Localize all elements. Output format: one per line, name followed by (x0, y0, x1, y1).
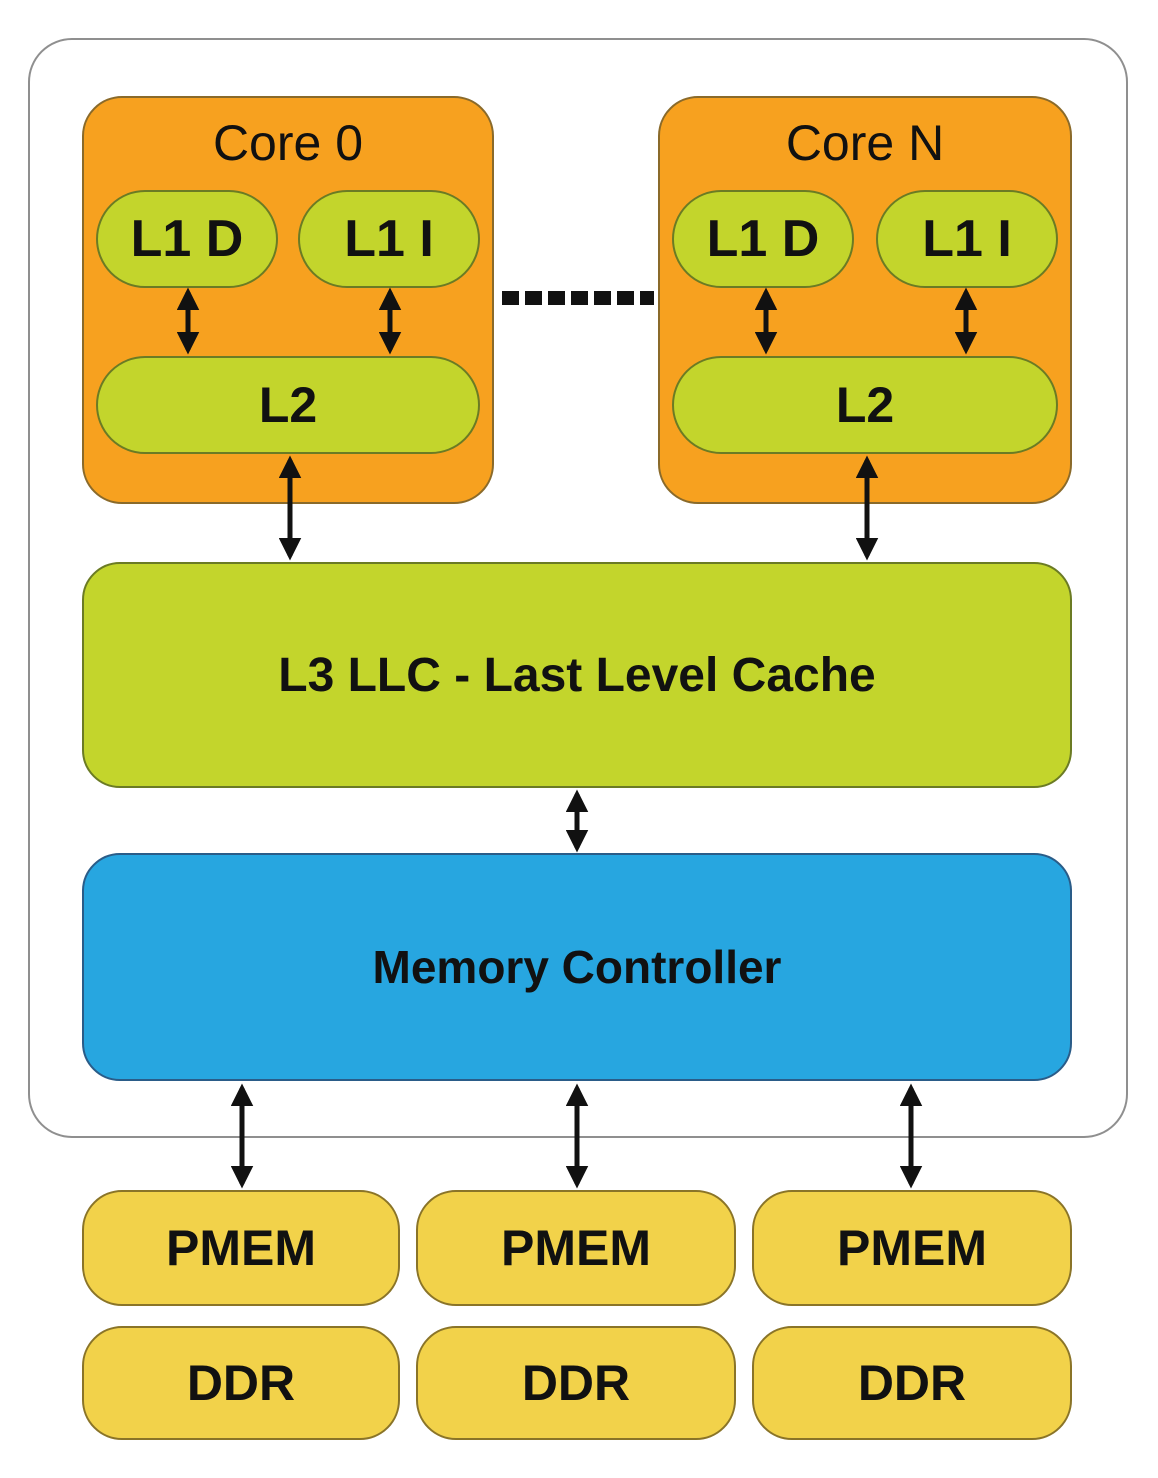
core-n-title: Core N (785, 115, 945, 171)
memory-controller: Memory Controller (82, 853, 1072, 1081)
core-n-l1i-cache: L1 I (876, 190, 1058, 288)
core-0-l1d-cache: L1 D (96, 190, 278, 288)
core-n-l1d-cache: L1 D (672, 190, 854, 288)
core-0-title: Core 0 (212, 115, 364, 171)
pmem-module: PMEM (82, 1190, 400, 1306)
ddr-module: DDR (82, 1326, 400, 1440)
ddr-module: DDR (416, 1326, 736, 1440)
pmem-module: PMEM (752, 1190, 1072, 1306)
ddr-module: DDR (752, 1326, 1072, 1440)
core-0-l1i-cache: L1 I (298, 190, 480, 288)
core-0-l2-cache: L2 (96, 356, 480, 454)
core-n-l2-cache: L2 (672, 356, 1058, 454)
l3-llc-cache: L3 LLC - Last Level Cache (82, 562, 1072, 788)
pmem-module: PMEM (416, 1190, 736, 1306)
